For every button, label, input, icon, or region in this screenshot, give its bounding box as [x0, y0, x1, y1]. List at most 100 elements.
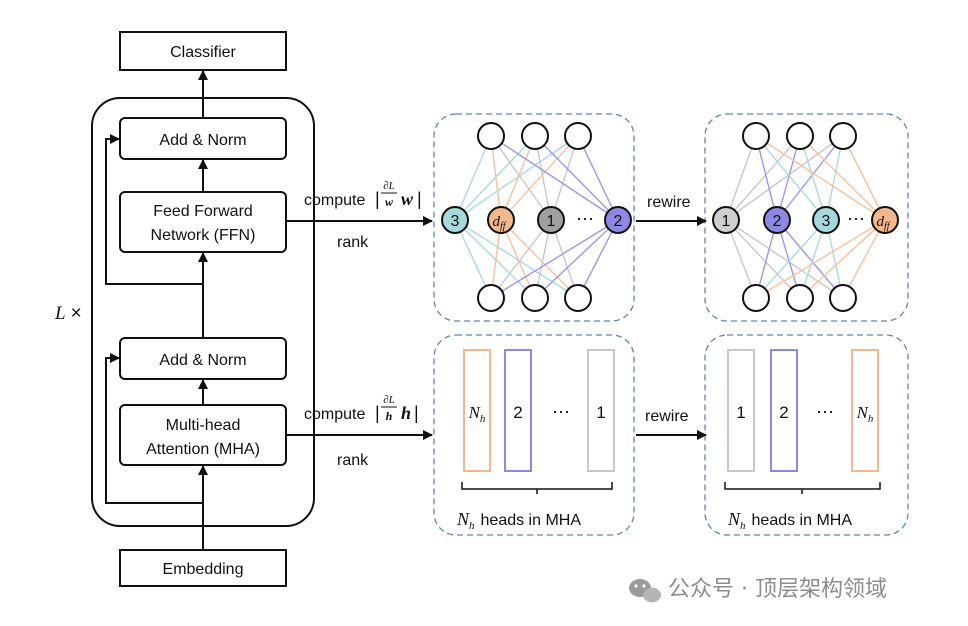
connection-line: [725, 135, 801, 221]
ffn-rank-label: rank: [337, 234, 369, 251]
connection-line: [799, 135, 827, 221]
connection-line: [725, 135, 757, 221]
embedding-label: Embedding: [163, 561, 244, 578]
ffn-before-network: 3 dff 1 2 ⋯: [441, 122, 632, 312]
rewire-top-arrow: rewire: [636, 194, 707, 226]
hidden-neuron: [812, 206, 840, 234]
ffn-before-panel: [433, 113, 635, 322]
connection-line: [755, 135, 827, 221]
watermark-text: 公众号 · 顶层架构领域: [668, 577, 887, 602]
attention-head: [504, 349, 532, 472]
connection-line: [454, 219, 492, 299]
connection-line: [454, 135, 492, 221]
attention-head: [463, 349, 491, 472]
mha-label-line1: Multi-head: [166, 417, 241, 434]
add-norm-bottom-label: Add & Norm: [159, 352, 246, 369]
connection-line: [490, 135, 502, 221]
repeat-label: L×: [54, 303, 82, 324]
connection-line: [755, 135, 778, 221]
connection-line: [755, 135, 886, 221]
ffn-label-line1: Feed Forward: [153, 203, 253, 220]
neuron-label: dff: [492, 214, 506, 232]
connection-line: [500, 135, 536, 221]
attention-head: [587, 349, 615, 472]
head-label: 1: [736, 403, 745, 422]
ffn-abs-open: |: [375, 189, 380, 209]
connection-line: [490, 219, 619, 299]
mha-label-line2: Attention (MHA): [146, 441, 260, 458]
mha-abs-close: |: [414, 403, 419, 423]
hidden-neuron: [537, 206, 565, 234]
input-neuron: [786, 284, 814, 312]
input-neuron: [477, 284, 505, 312]
input-neuron: [564, 284, 592, 312]
classifier-label: Classifier: [170, 44, 236, 61]
hidden-neuron: [763, 206, 791, 234]
hidden-neuron: [604, 206, 632, 234]
wechat-icon: [629, 579, 661, 603]
neuron-label: 1: [547, 213, 556, 230]
output-neuron: [742, 122, 770, 150]
input-neuron: [521, 284, 549, 312]
connection-line: [490, 219, 552, 299]
attention-head: [727, 349, 755, 472]
connection-line: [500, 219, 536, 299]
mha-vec: h: [401, 403, 411, 423]
output-neuron: [564, 122, 592, 150]
add-norm-top-label: Add & Norm: [159, 132, 246, 149]
connection-line: [842, 219, 886, 299]
connection-line: [500, 135, 579, 221]
connection-line: [725, 135, 844, 221]
head-label: 2: [779, 403, 788, 422]
heads-after-brace: [724, 482, 881, 494]
ffn-importance-arrow: compute | ∂L w w | rank: [287, 180, 433, 251]
head-label: 1: [596, 403, 605, 422]
neuron-label: 2: [614, 213, 623, 230]
mha-abs-open: |: [375, 403, 380, 423]
head-label: Nh: [856, 403, 874, 425]
neuron-label: 2: [773, 213, 782, 230]
connection-line: [776, 135, 801, 221]
flow-arrows: [105, 70, 208, 550]
head-label: Nh: [468, 403, 486, 425]
connection-line: [776, 219, 844, 299]
connection-line: [500, 219, 579, 299]
heads-before-group: Nh 2 1 ⋯: [463, 349, 615, 472]
mha-frac-num: ∂L: [383, 394, 395, 406]
connection-line: [534, 135, 552, 221]
connection-line: [825, 135, 844, 221]
connection-line: [490, 135, 552, 221]
input-neuron: [742, 284, 770, 312]
connection-line: [799, 135, 886, 221]
connection-line: [577, 135, 619, 221]
connection-line: [799, 219, 886, 299]
connection-line: [755, 219, 827, 299]
output-neuron: [786, 122, 814, 150]
ffn-vec: w: [401, 189, 414, 209]
neuron-label: 3: [451, 213, 460, 230]
connection-line: [725, 219, 801, 299]
ffn-compute-label: compute: [304, 192, 365, 209]
ffn-abs-close: |: [417, 189, 422, 209]
hidden-neuron: [871, 206, 899, 234]
watermark: 公众号 · 顶层架构领域: [629, 577, 887, 603]
ffn-frac-den: w: [385, 195, 394, 209]
output-neuron: [829, 122, 857, 150]
neuron-label: 1: [722, 213, 731, 230]
connection-line: [755, 219, 886, 299]
connection-line: [577, 219, 619, 299]
heads-after-group: 1 2 Nh ⋯: [727, 349, 879, 472]
output-neuron: [477, 122, 505, 150]
ellipsis: ⋯: [552, 402, 570, 422]
mha-importance-arrow: compute | ∂L h h | rank: [287, 394, 433, 469]
connection-line: [454, 135, 536, 221]
head-label: 2: [513, 403, 522, 422]
ellipsis: ⋯: [816, 402, 834, 422]
ellipsis: ⋯: [576, 209, 594, 229]
input-neuron: [829, 284, 857, 312]
hidden-neuron: [487, 206, 515, 234]
neuron-label: dff: [876, 214, 890, 232]
ffn-frac-num: ∂L: [383, 180, 395, 192]
